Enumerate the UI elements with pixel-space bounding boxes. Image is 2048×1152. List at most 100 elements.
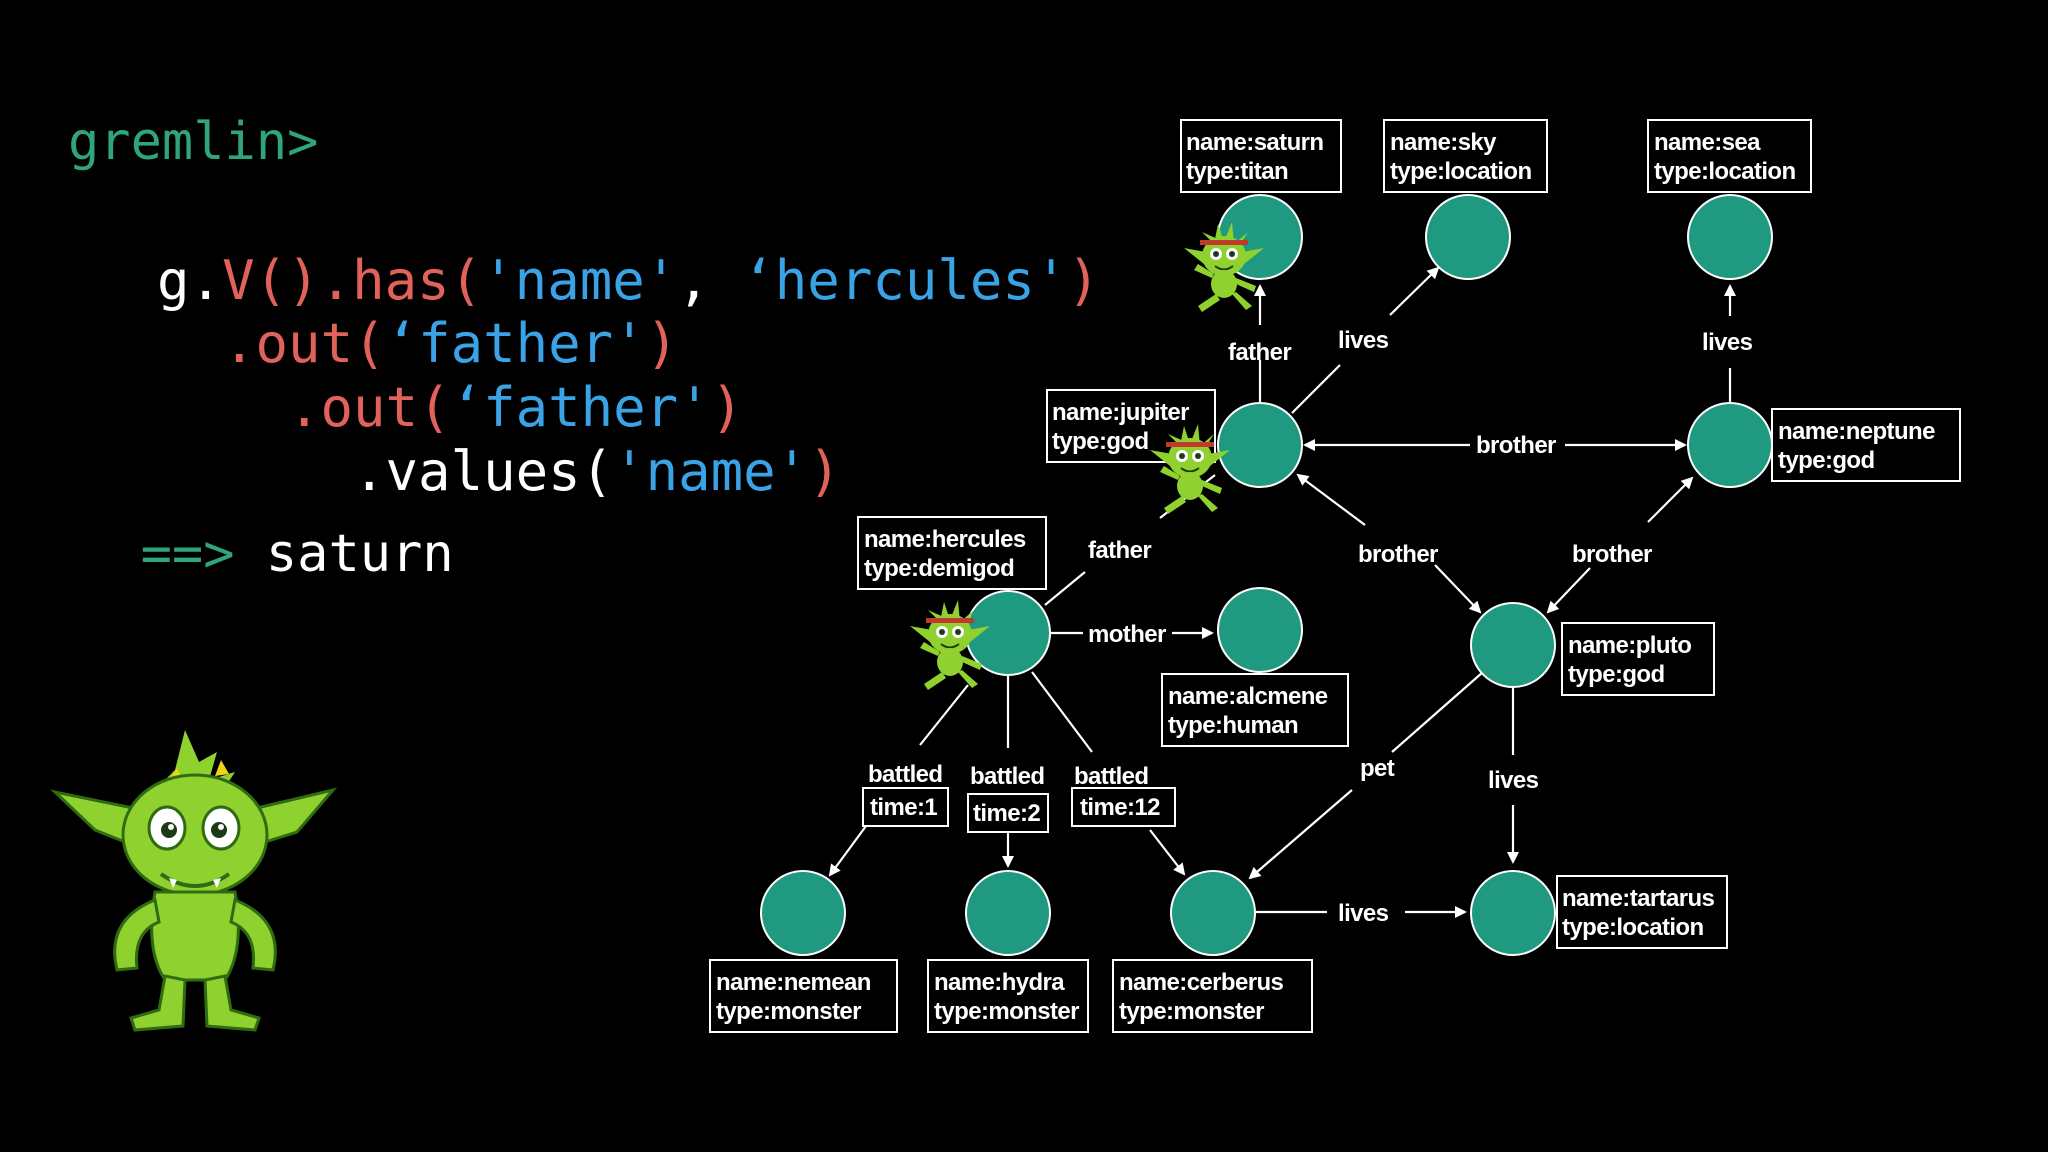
result-line: ==> saturn	[78, 476, 454, 580]
neptune-label-box	[1771, 408, 1961, 482]
edge-label-brother: brother	[1572, 541, 1652, 568]
query-token: )	[645, 312, 679, 375]
hydra-label-box	[927, 959, 1089, 1033]
node-labels: name:saturn type:titan name:sky type:loc…	[709, 119, 1961, 1033]
edge-battled1-arrow	[828, 825, 867, 877]
query-token: )	[1067, 249, 1100, 312]
edge-label-mother: mother	[1088, 621, 1166, 648]
query-line-1: g.V().has('name', ‘hercules')	[92, 200, 1100, 308]
query-token: ‘father'	[385, 312, 646, 375]
time-box	[862, 787, 949, 827]
node-hydra	[965, 870, 1051, 956]
edge-label-lives: lives	[1702, 329, 1753, 356]
node-sea	[1687, 194, 1773, 280]
neptune-name: name:neptune	[1778, 418, 1935, 445]
edge-label-battled: battled	[1074, 763, 1148, 790]
query-token: ‘father'	[450, 376, 711, 439]
edge-jupiter-lives-line	[1291, 364, 1341, 414]
query-token: )	[710, 376, 744, 439]
sky-type: type:location	[1390, 158, 1532, 185]
hercules-name: name:hercules	[864, 526, 1026, 553]
sea-type: type:location	[1654, 158, 1796, 185]
edge-battled1-line	[919, 684, 969, 746]
query-token: .has(	[319, 249, 483, 312]
query-token: g.	[157, 249, 223, 312]
neptune-type: type:god	[1778, 447, 1875, 474]
time-box	[1071, 787, 1176, 827]
edge-label-brother: brother	[1476, 432, 1556, 459]
query-token: V()	[222, 249, 320, 312]
query-token: 'name'	[613, 440, 809, 503]
alcmene-name: name:alcmene	[1168, 683, 1328, 710]
edge-hercules-father-line	[1044, 571, 1086, 606]
query-line-4: .values('name')	[288, 391, 841, 499]
edge-battled12-line	[1031, 671, 1093, 753]
pluto-label-box	[1561, 622, 1715, 696]
gremlin-mascot-icon	[50, 730, 338, 1032]
query-token: ,	[677, 249, 743, 312]
node-alcmene	[1217, 587, 1303, 673]
alcmene-label-box	[1161, 673, 1349, 747]
query-line-2: .out(‘father')	[158, 263, 678, 371]
edge-jupiter-lives-arrow	[1389, 266, 1440, 316]
nemean-type: type:monster	[716, 998, 861, 1025]
edge-label-pet: pet	[1360, 755, 1395, 782]
pluto-type: type:god	[1568, 661, 1665, 688]
node-tartarus	[1470, 870, 1556, 956]
edge-label-lives: lives	[1338, 327, 1389, 354]
nemean-label-box	[709, 959, 898, 1033]
edge-brother-pluto-to-jupiter	[1296, 473, 1366, 526]
alcmene-type: type:human	[1168, 712, 1298, 739]
edge-time: time:2	[973, 800, 1040, 827]
sea-name: name:sea	[1654, 129, 1761, 156]
nemean-name: name:nemean	[716, 969, 871, 996]
tartarus-label-box	[1556, 875, 1728, 949]
gremlin-prompt: gremlin>	[68, 112, 319, 172]
edge-pet-arrow	[1248, 789, 1353, 880]
node-nemean	[760, 870, 846, 956]
query-line-3: .out(‘father')	[223, 327, 743, 435]
query-token: ‘hercules'	[742, 249, 1068, 312]
sky-label-box	[1383, 119, 1548, 193]
saturn-label-box	[1180, 119, 1342, 193]
edge-label-battled: battled	[868, 761, 942, 788]
graph-nodes	[760, 194, 1773, 956]
node-neptune	[1687, 402, 1773, 488]
pluto-name: name:pluto	[1568, 632, 1691, 659]
sky-name: name:sky	[1390, 129, 1497, 156]
edge-brother-neptune-to-pluto	[1546, 567, 1591, 614]
node-pluto	[1470, 602, 1556, 688]
saturn-type: type:titan	[1186, 158, 1288, 185]
tartarus-name: name:tartarus	[1562, 885, 1715, 912]
query-token: .out(	[223, 312, 386, 375]
result-value: saturn	[265, 524, 454, 584]
edge-label-lives: lives	[1488, 767, 1539, 794]
jupiter-name: name:jupiter	[1052, 399, 1189, 426]
node-jupiter	[1217, 402, 1303, 488]
edge-brother-jupiter-to-pluto	[1434, 564, 1482, 614]
time-box	[967, 793, 1049, 833]
edge-time: time:1	[870, 794, 937, 821]
edge-label-battled: battled	[970, 763, 1044, 790]
edge-time: time:12	[1080, 794, 1160, 821]
cerberus-name: name:cerberus	[1119, 969, 1284, 996]
query-token: )	[808, 440, 841, 503]
edge-pet-line	[1391, 671, 1484, 753]
hercules-type: type:demigod	[864, 555, 1014, 582]
edge-label-lives: lives	[1338, 900, 1389, 927]
edge-battled12-arrow	[1149, 829, 1186, 876]
query-token: 'name'	[482, 249, 678, 312]
hydra-name: name:hydra	[934, 969, 1065, 996]
result-arrow: ==>	[140, 524, 235, 584]
edge-labels: father lives lives brother brother broth…	[868, 327, 1753, 927]
node-cerberus	[1170, 870, 1256, 956]
saturn-name: name:saturn	[1186, 129, 1323, 156]
edge-label-father: father	[1228, 339, 1291, 366]
node-sky	[1425, 194, 1511, 280]
hydra-type: type:monster	[934, 998, 1079, 1025]
sea-label-box	[1647, 119, 1812, 193]
edge-brother-pluto-to-neptune	[1647, 476, 1694, 523]
cerberus-label-box	[1112, 959, 1313, 1033]
hercules-label-box	[857, 516, 1047, 590]
